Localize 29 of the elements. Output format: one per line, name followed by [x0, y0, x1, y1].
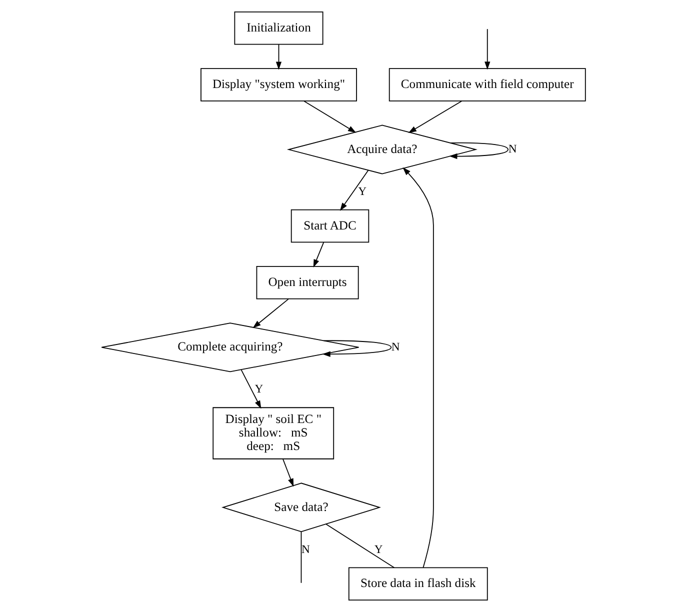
- edge-label: N: [301, 542, 310, 556]
- node-box: Initialization: [234, 12, 323, 45]
- node-box: Store data in flash disk: [348, 567, 488, 600]
- node-box: Communicate with field computer: [388, 68, 586, 102]
- arrow: [339, 170, 368, 211]
- connector: [325, 524, 394, 568]
- node-diamond: Complete acquiring?: [100, 322, 359, 372]
- edge-label: Y: [254, 382, 263, 396]
- arrow: [322, 340, 392, 357]
- node-box: Display " soil EC " shallow: mS deep: mS: [212, 407, 334, 460]
- node-box: Display "system working": [200, 68, 356, 102]
- edge-label: N: [390, 340, 400, 354]
- arrow: [282, 458, 294, 487]
- arrow: [252, 298, 288, 328]
- arrow: [303, 100, 356, 133]
- arrow: [275, 44, 282, 70]
- edge-label: N: [508, 142, 516, 156]
- connector: [300, 532, 302, 584]
- arrow: [240, 369, 261, 409]
- edge-label: Y: [358, 184, 366, 198]
- arrow: [448, 142, 508, 160]
- node-box: Start ADC: [290, 209, 369, 243]
- arrow: [408, 100, 462, 133]
- arrow: [312, 242, 324, 268]
- node-box: Open interrupts: [256, 266, 358, 300]
- arrow: [402, 167, 434, 568]
- edge-label: Y: [374, 542, 382, 556]
- node-diamond: Save data?: [220, 482, 380, 532]
- arrow: [484, 28, 490, 70]
